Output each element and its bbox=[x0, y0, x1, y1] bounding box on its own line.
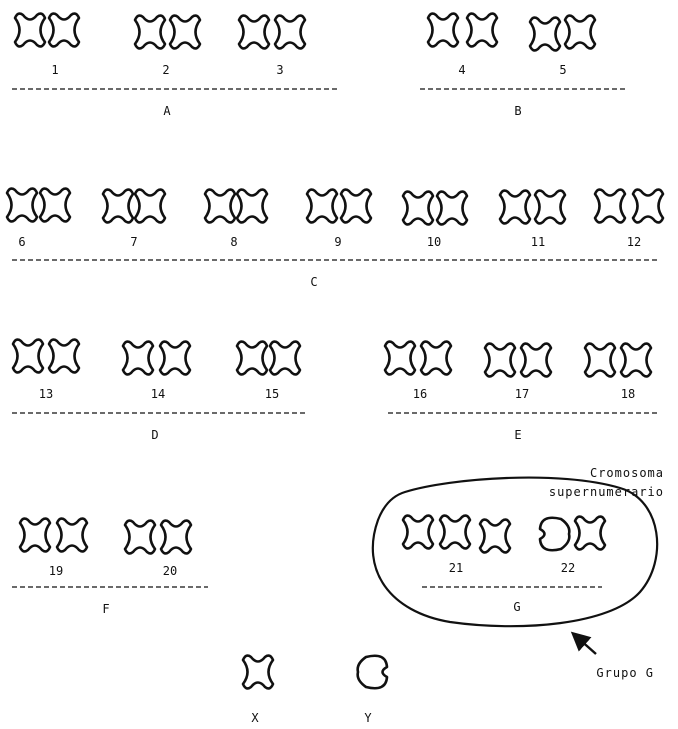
pair-number-2: 2 bbox=[162, 63, 169, 77]
pair-number-18: 18 bbox=[621, 387, 635, 401]
chromosome bbox=[619, 342, 653, 378]
pair-number-22: 22 bbox=[561, 561, 575, 575]
pair-number-1: 1 bbox=[51, 63, 58, 77]
chromosome bbox=[538, 516, 571, 552]
chromosome bbox=[573, 515, 607, 551]
annotation-supernumerario: supernumerario bbox=[549, 485, 664, 499]
chromosome bbox=[483, 342, 517, 378]
group-label-f: F bbox=[102, 602, 109, 616]
chromosome bbox=[38, 187, 72, 223]
chromosome bbox=[583, 342, 617, 378]
chromosome bbox=[235, 188, 269, 224]
chromosome bbox=[339, 188, 373, 224]
pair-number-19: 19 bbox=[49, 564, 63, 578]
chromosome bbox=[419, 340, 453, 376]
pair-number-15: 15 bbox=[265, 387, 279, 401]
chromosome bbox=[101, 188, 135, 224]
group-g-arrow bbox=[570, 631, 597, 655]
annotation-grupo-g: Grupo G bbox=[596, 666, 654, 680]
chromosome bbox=[47, 12, 81, 48]
chromosome bbox=[498, 189, 532, 225]
pair-number-21: 21 bbox=[449, 561, 463, 575]
chromosome-y bbox=[356, 654, 389, 690]
chromosome bbox=[168, 14, 202, 50]
group-label-c: C bbox=[310, 275, 317, 289]
chromosome bbox=[47, 338, 81, 374]
chromosome-x bbox=[241, 654, 275, 690]
chromosome bbox=[563, 14, 597, 50]
pair-number-12: 12 bbox=[627, 235, 641, 249]
chromosome bbox=[426, 12, 460, 48]
chromosome bbox=[273, 14, 307, 50]
pair-number-11: 11 bbox=[531, 235, 545, 249]
chromosome bbox=[401, 190, 435, 226]
chromosome bbox=[159, 519, 193, 555]
pair-number-7: 7 bbox=[130, 235, 137, 249]
chromosome bbox=[593, 188, 627, 224]
chromosome bbox=[13, 12, 47, 48]
chromosome bbox=[158, 340, 192, 376]
chromosome bbox=[268, 340, 302, 376]
extra-chromosome bbox=[478, 518, 512, 554]
chromosome bbox=[133, 14, 167, 50]
chromosome bbox=[18, 517, 52, 553]
group-label-d: D bbox=[151, 428, 158, 442]
annotation-cromosoma: Cromosoma bbox=[590, 466, 664, 480]
chromosome bbox=[435, 190, 469, 226]
sex-label-x: X bbox=[251, 711, 259, 725]
pair-number-9: 9 bbox=[334, 235, 341, 249]
group-label-a: A bbox=[163, 104, 171, 118]
pair-number-10: 10 bbox=[427, 235, 441, 249]
chromosome bbox=[519, 342, 553, 378]
pair-number-6: 6 bbox=[18, 235, 25, 249]
chromosome bbox=[235, 340, 269, 376]
chromosome bbox=[383, 340, 417, 376]
sex-label-y: Y bbox=[364, 711, 372, 725]
chromosome bbox=[203, 188, 237, 224]
pair-number-5: 5 bbox=[559, 63, 566, 77]
pair-number-16: 16 bbox=[413, 387, 427, 401]
pair-number-17: 17 bbox=[515, 387, 529, 401]
chromosome bbox=[305, 188, 339, 224]
chromosome bbox=[121, 340, 155, 376]
chromosome bbox=[133, 188, 167, 224]
chromosome bbox=[631, 188, 665, 224]
group-g-circle bbox=[371, 476, 659, 628]
pair-number-20: 20 bbox=[163, 564, 177, 578]
chromosome bbox=[528, 16, 562, 52]
chromosome bbox=[55, 517, 89, 553]
pair-number-8: 8 bbox=[230, 235, 237, 249]
group-label-b: B bbox=[514, 104, 521, 118]
pair-number-4: 4 bbox=[458, 63, 465, 77]
chromosome bbox=[401, 514, 435, 550]
chromosome bbox=[11, 338, 45, 374]
chromosome bbox=[533, 189, 567, 225]
pair-number-13: 13 bbox=[39, 387, 53, 401]
chromosome bbox=[237, 14, 271, 50]
chromosome bbox=[438, 514, 472, 550]
chromosome bbox=[465, 12, 499, 48]
pair-number-3: 3 bbox=[276, 63, 283, 77]
group-label-g: G bbox=[513, 600, 520, 614]
group-label-e: E bbox=[514, 428, 521, 442]
chromosome bbox=[123, 519, 157, 555]
pair-number-14: 14 bbox=[151, 387, 165, 401]
chromosome bbox=[5, 187, 39, 223]
